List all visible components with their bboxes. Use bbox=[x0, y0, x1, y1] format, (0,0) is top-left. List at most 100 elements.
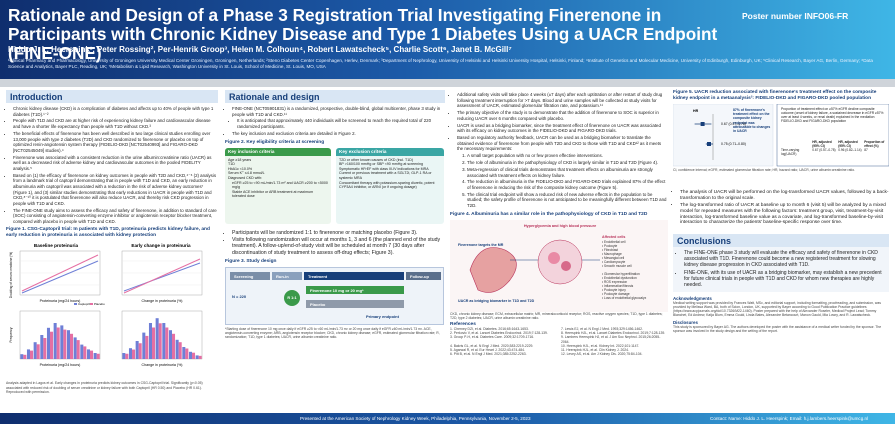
exclusion-item: Symptomatic HFrEF with class III-IV indi… bbox=[339, 166, 429, 171]
contact-info: Contact: Name: Hiddo J. L. Heerspink; Em… bbox=[710, 416, 869, 421]
design-bullet: Participants will be randomized 1:1 to f… bbox=[232, 230, 445, 236]
primary-endpoint-label: Primary endpoint bbox=[366, 314, 399, 320]
figure3-caption: Figure 3. Study design bbox=[225, 259, 277, 265]
header-divider bbox=[0, 79, 895, 87]
fig4-hyperglycemia-label: Hyperglycemia and high blood pressure bbox=[524, 224, 596, 228]
column-results: Figure 5. UACR reduction associated with… bbox=[672, 90, 890, 412]
phase-run-in: Run-in bbox=[272, 272, 302, 281]
fig4-mechanisms: • Glomerular hyperfiltration • Endotheli… bbox=[602, 271, 647, 300]
histogram-bar-placebo bbox=[185, 348, 189, 360]
exclusion-title: Key exclusion criteria bbox=[336, 147, 444, 156]
histogram-bar-captopril bbox=[128, 348, 132, 360]
legend-captopril-swatch bbox=[74, 303, 77, 306]
histogram-bar-placebo bbox=[158, 323, 162, 360]
histogram-bar-placebo bbox=[152, 327, 156, 360]
histogram-bar-captopril bbox=[20, 354, 24, 360]
conclusion-bullet: The FINE-ONE phase 3 study will evaluate… bbox=[684, 250, 885, 268]
fig5-row2-marker bbox=[707, 142, 711, 146]
histogram-bar-captopril bbox=[66, 330, 70, 360]
figure4-caption: Figure 4. Albuminuria has a similar role… bbox=[450, 211, 648, 217]
histogram-bar-captopril bbox=[73, 337, 77, 360]
histogram-bar-placebo bbox=[165, 327, 169, 360]
cell-illustration bbox=[561, 260, 571, 271]
histogram-bar-placebo bbox=[145, 336, 149, 360]
reference-item: 8. Heerspink HJL, et al. Lancet Diabetes… bbox=[561, 331, 666, 336]
methods-bullet: The primary objective of the study is to… bbox=[457, 110, 668, 121]
histogram-bar-captopril bbox=[142, 332, 146, 360]
rationale-bullet: It is anticipated that approximately 440… bbox=[237, 118, 445, 129]
exclusion-item: BP >160/100 mmHg or SBP <90 mmHg at scre… bbox=[339, 162, 423, 167]
acknowledgments-text: Medical writing support was provided by … bbox=[673, 300, 881, 318]
methods-bullet: UACR is used as a bridging biomarker, si… bbox=[457, 123, 668, 134]
histogram-bar-placebo bbox=[96, 354, 100, 360]
fig5-row1-marker bbox=[700, 122, 705, 126]
histogram-bar-captopril bbox=[80, 344, 84, 360]
poster-header: Rationale and Design of a Phase 3 Regist… bbox=[0, 0, 895, 79]
inclusion-criteria-box: Key inclusion criteria Age ≥18 years T1D… bbox=[225, 147, 331, 224]
methods-bullet: Additional safety visits will take place… bbox=[457, 92, 668, 109]
histogram-bar-captopril bbox=[175, 340, 179, 360]
histogram-bar-placebo bbox=[36, 344, 40, 360]
references-title: References bbox=[450, 322, 476, 328]
histogram-bar-captopril bbox=[135, 341, 139, 360]
fig5-hr-label: HR bbox=[693, 109, 699, 113]
histogram-bar-placebo bbox=[30, 350, 34, 360]
histogram-bar-captopril bbox=[46, 328, 50, 360]
panel-d-xlabel: Change in proteinuria (%) bbox=[142, 363, 183, 367]
references-list: 1. Cherney DZI, et al. Diabetes. 2016;65… bbox=[450, 327, 668, 356]
poster-title: Rationale and Design of a Phase 3 Regist… bbox=[8, 5, 718, 63]
sample-size: N = 220 bbox=[232, 294, 247, 300]
arm-placebo: Placebo bbox=[306, 300, 404, 309]
figure1-caption: Figure 1. CSG-Captopril trial: In patien… bbox=[6, 227, 210, 239]
inclusion-item: Diagnosed CKD with: bbox=[228, 175, 263, 180]
panel-d-histogram bbox=[122, 318, 202, 360]
intro-bullet: Based on (1) the efficacy of finerenone … bbox=[13, 173, 218, 207]
figure4-svg: Hyperglycemia and high blood pressure Fi… bbox=[450, 219, 668, 312]
inclusion-item: eGFR ≥25 to <90 mL/min/1.73 m² and UACR … bbox=[232, 180, 328, 190]
forest-plot-frame bbox=[672, 103, 774, 167]
legend-captopril: Captopril bbox=[78, 302, 90, 306]
section-heading-introduction: Introduction bbox=[6, 90, 218, 103]
exclusion-item: Current or previous treatment with a SGL… bbox=[339, 171, 432, 180]
figure2-caption: Figure 2. Key eligibility criteria at sc… bbox=[225, 139, 325, 145]
histogram-bar-placebo bbox=[70, 334, 74, 360]
histogram-bar-placebo bbox=[90, 350, 94, 360]
phase-followup: Follow-up bbox=[406, 272, 441, 281]
panel-a-xlabel: Proteinuria (mg/24 hours) bbox=[40, 299, 81, 303]
fig4-organ-list: • Endothelial cell • Podocyte • Fibrobla… bbox=[602, 239, 632, 268]
table-cell: Time-varying log(UACR) bbox=[781, 148, 800, 156]
histogram-bar-placebo bbox=[63, 329, 67, 360]
intro-bullets: Chronic kidney disease (CKD) is a compli… bbox=[6, 106, 218, 224]
fig4-uacr-label: UACR as bridging biomarker in T1D and T2… bbox=[458, 299, 535, 303]
disclosures-title: Disclosures bbox=[673, 319, 698, 325]
panel-b-captopril-line bbox=[123, 262, 201, 292]
inclusion-item: T1D bbox=[228, 162, 235, 167]
histogram-bar-captopril bbox=[93, 353, 97, 360]
reference-item: 5. Agarwal R, et al. Eur Heart J. 2022;4… bbox=[450, 348, 526, 353]
intro-bullet: The beneficial effects of finerenone has… bbox=[13, 131, 218, 153]
inclusion-title: Key inclusion criteria bbox=[225, 147, 331, 156]
table-header: Proportion of effect (%) bbox=[864, 140, 885, 148]
reference-item: 7. Lewis EJ, et al. N Engl J Med. 1993;3… bbox=[561, 327, 643, 332]
requirement-item: Meta-regression of clinical trials demon… bbox=[467, 167, 668, 178]
poster-footer: Presented at the American Society of Nep… bbox=[0, 413, 895, 424]
section-heading-rationale: Rationale and design bbox=[225, 90, 445, 103]
inclusion-item: HbA1c <10.0% bbox=[228, 166, 253, 171]
fig5-info-box bbox=[776, 103, 890, 167]
table-header bbox=[781, 140, 812, 148]
kidney-illustration bbox=[469, 246, 517, 293]
histogram-bar-captopril bbox=[148, 323, 152, 360]
histogram-bar-placebo bbox=[83, 346, 87, 360]
phase-treatment: Treatment bbox=[304, 272, 404, 281]
requirement-item: The role of albuminuria in the pathophys… bbox=[467, 160, 668, 166]
histogram-bar-placebo bbox=[56, 327, 60, 360]
histogram-bar-captopril bbox=[33, 342, 37, 360]
design-bullet: Visits following randomization will occu… bbox=[232, 237, 445, 256]
figure5: HR 0.67 (0.57–0.78) 0.75 (0.71–0.80) 87%… bbox=[672, 103, 890, 168]
reference-item: 6. Pitt B, et al. N Engl J Med. 2021;385… bbox=[450, 352, 527, 357]
fig5-table: HR, adjusted (95% CI) HR, adjusted (95% … bbox=[781, 140, 885, 156]
requirement-item: The reduction in albuminuria in the FIDE… bbox=[467, 179, 668, 190]
histogram-bar-placebo bbox=[138, 343, 142, 360]
figure5-caption: Figure 5. UACR reduction associated with… bbox=[673, 90, 877, 101]
figure2: Key inclusion criteria Age ≥18 years T1D… bbox=[225, 147, 445, 226]
